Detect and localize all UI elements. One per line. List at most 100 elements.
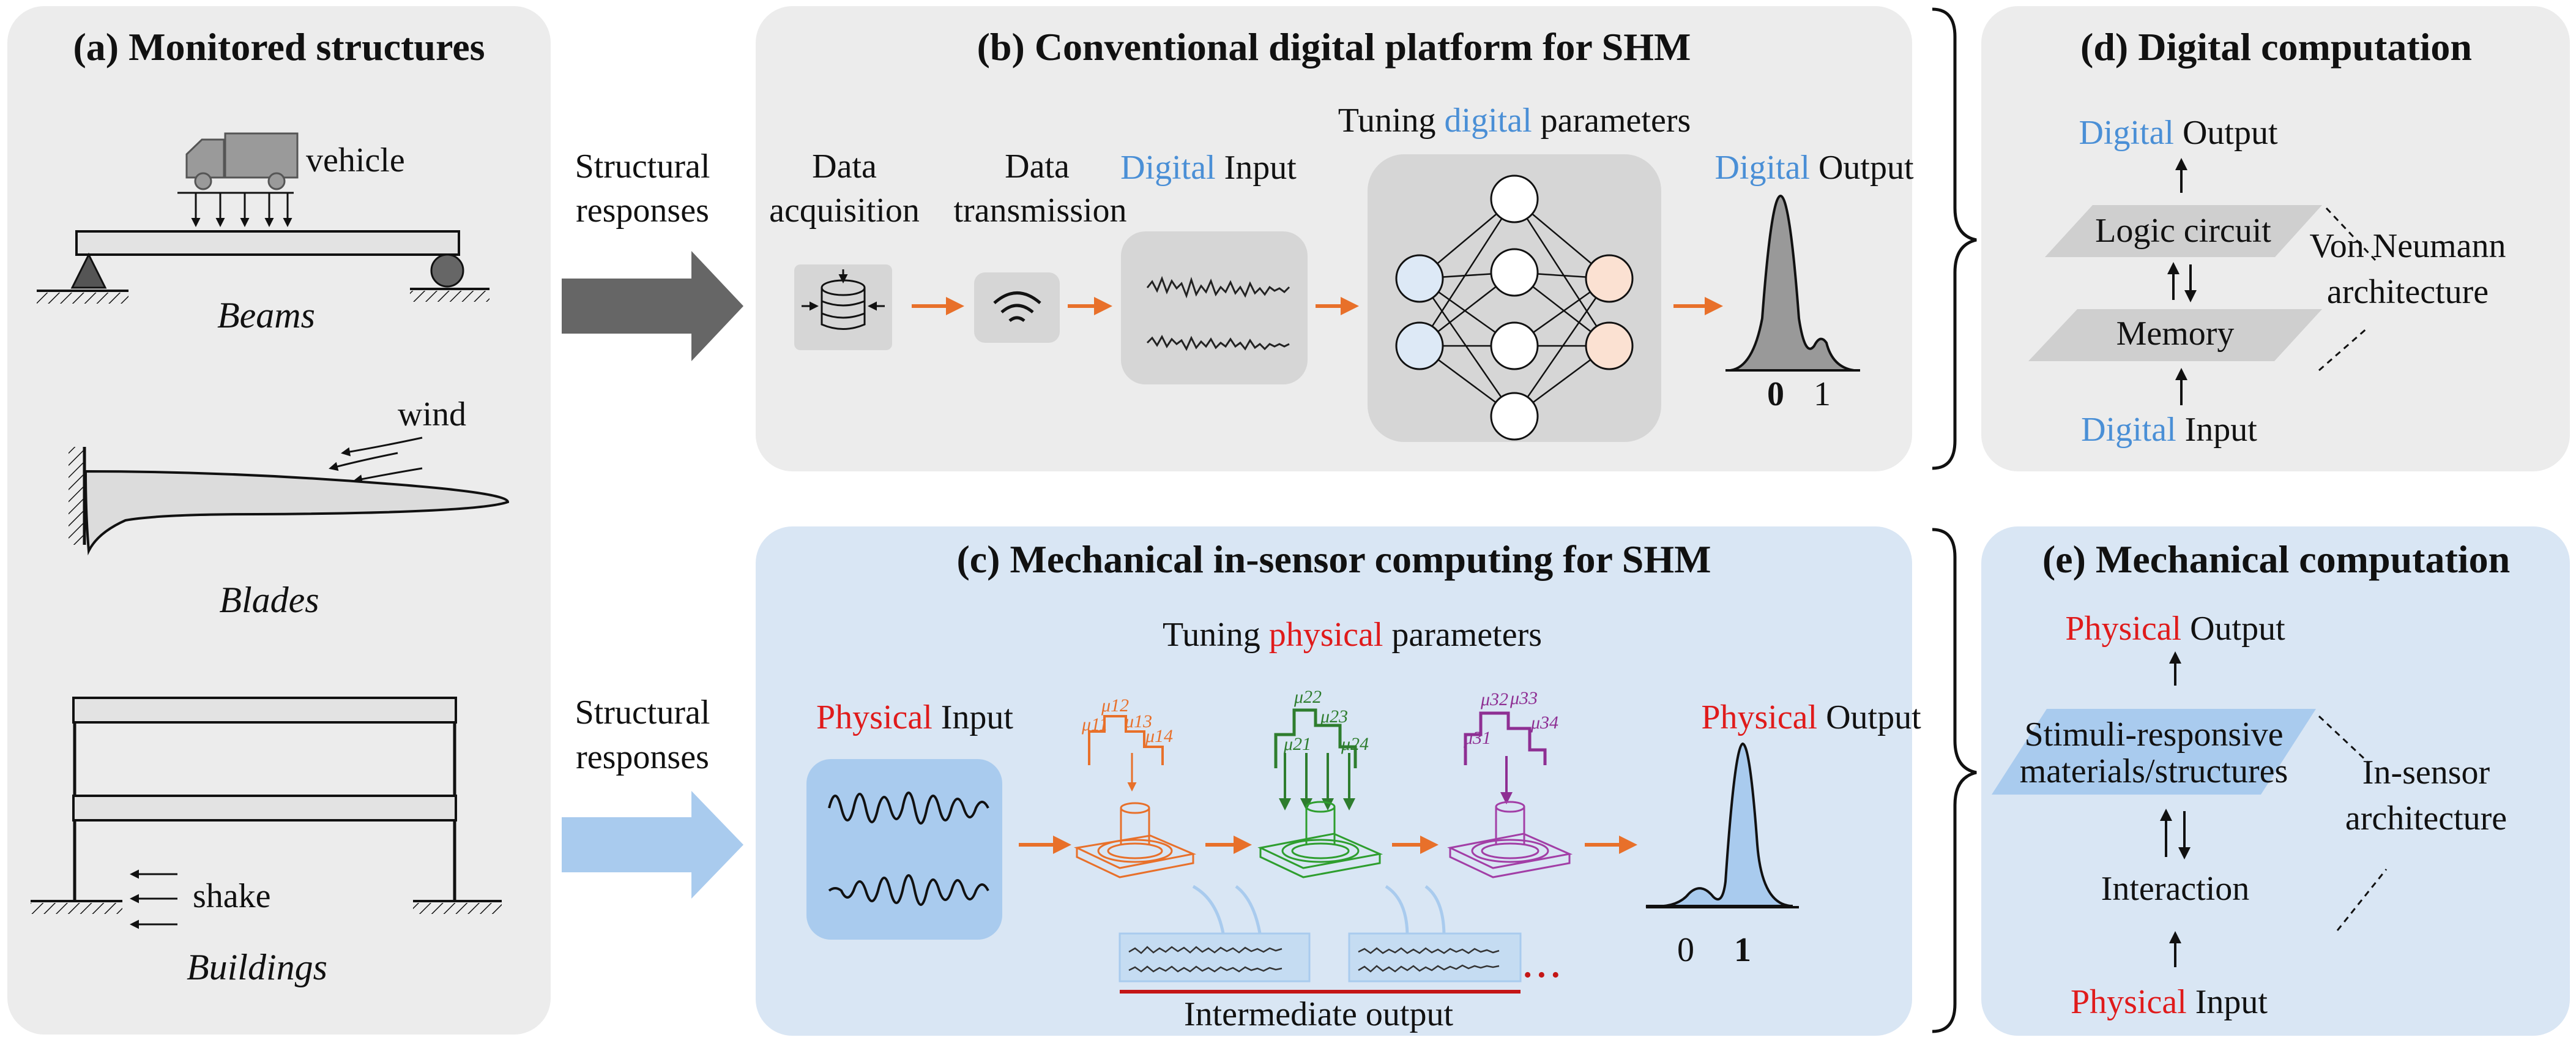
in-sensor-line2: architecture bbox=[2345, 799, 2507, 837]
physical-input-label: Physical Input bbox=[816, 698, 1013, 736]
svg-text:μ11: μ11 bbox=[1081, 714, 1108, 735]
svg-text:μ12: μ12 bbox=[1101, 695, 1129, 716]
physical-output-label: Physical Output bbox=[1701, 698, 1921, 736]
wind-arrows bbox=[329, 436, 423, 484]
truck-wheel-rear bbox=[267, 172, 286, 190]
panel-e-title: (e) Mechanical computation bbox=[2042, 537, 2510, 581]
neural-network bbox=[1368, 154, 1661, 442]
svg-text:μ34: μ34 bbox=[1530, 713, 1558, 733]
logic-circuit-label: Logic circuit bbox=[2095, 212, 2271, 250]
load-arrows bbox=[177, 192, 294, 227]
svg-text:μ23: μ23 bbox=[1320, 706, 1348, 727]
roller-support bbox=[430, 253, 464, 288]
panel-b-title: (b) Conventional digital platform for SH… bbox=[977, 25, 1691, 69]
blade bbox=[84, 470, 510, 556]
c-x0: 0 bbox=[1677, 931, 1694, 969]
structural-responses-bottom: Structural responses bbox=[562, 694, 743, 899]
physical-output-distribution: 0 1 bbox=[1645, 742, 1799, 969]
panel-b-digital-platform: (b) Conventional digital platform for SH… bbox=[756, 6, 1914, 471]
blades-label: Blades bbox=[219, 580, 319, 620]
intermediate-output-label: Intermediate output bbox=[1184, 995, 1454, 1033]
digital-input-label: Digital Input bbox=[1120, 149, 1297, 187]
truck-cargo-box bbox=[224, 132, 299, 179]
buildings-label: Buildings bbox=[187, 947, 327, 987]
tuning-physical-label: Tuning physical parameters bbox=[1163, 616, 1542, 654]
panel-c-in-sensor-computing: (c) Mechanical in-sensor computing for S… bbox=[756, 526, 1921, 1036]
brace-top bbox=[1932, 7, 1977, 470]
wifi-icon bbox=[974, 272, 1060, 343]
building-illustration: shake Buildings bbox=[31, 697, 502, 987]
svg-text:μ13: μ13 bbox=[1124, 711, 1152, 732]
c-x1: 1 bbox=[1734, 931, 1751, 969]
data-tx-line2: transmission bbox=[953, 192, 1126, 230]
responses-top-line1: Structural bbox=[575, 148, 710, 185]
dots: • • • bbox=[1524, 962, 1560, 988]
data-acq-line2: acquisition bbox=[769, 192, 920, 230]
e-input-label: Physical Input bbox=[2071, 983, 2268, 1021]
big-blue-arrow bbox=[562, 791, 743, 899]
d-input-label: Digital Input bbox=[2081, 411, 2257, 449]
sensor-unit-purple bbox=[1447, 711, 1573, 878]
memory-label: Memory bbox=[2116, 315, 2235, 353]
panel-e-background bbox=[1981, 526, 2570, 1036]
digital-output-label: Digital Output bbox=[1714, 149, 1914, 187]
vehicle-label: vehicle bbox=[306, 141, 405, 179]
b-x1: 1 bbox=[1814, 375, 1831, 413]
in-sensor-line1: In-sensor bbox=[2362, 754, 2490, 792]
digital-signal-box bbox=[1121, 231, 1308, 384]
stimuli-line1: Stimuli-responsive bbox=[2024, 716, 2283, 754]
pin-support bbox=[70, 252, 107, 289]
svg-text:μ33: μ33 bbox=[1509, 688, 1538, 708]
panel-e-mechanical-computation: (e) Mechanical computation Physical Outp… bbox=[1981, 526, 2570, 1036]
memory-box bbox=[2028, 309, 2322, 361]
d-output-label: Digital Output bbox=[2079, 114, 2278, 152]
tuning-digital-label: Tuning digital parameters bbox=[1338, 102, 1691, 140]
shake-arrows bbox=[130, 869, 177, 929]
panel-d-digital-computation: (d) Digital computation Digital Output L… bbox=[1981, 6, 2570, 471]
logic-circuit-box bbox=[2045, 205, 2322, 257]
mu-labels-orange: μ11 μ12 μ13 μ14 bbox=[1081, 695, 1173, 746]
sensor-unit-orange bbox=[1074, 715, 1197, 878]
truck-wheel-front bbox=[194, 172, 212, 190]
panel-c-title: (c) Mechanical in-sensor computing for S… bbox=[956, 537, 1711, 581]
floor-slab-upper bbox=[72, 697, 457, 724]
brace-bottom bbox=[1932, 528, 1977, 1033]
intermediate-outputs: • • • Intermediate output bbox=[1119, 885, 1560, 1033]
shake-label: shake bbox=[193, 877, 271, 915]
truck-cab bbox=[185, 138, 225, 179]
data-tx-line1: Data bbox=[1005, 148, 1070, 185]
interaction-label: Interaction bbox=[2101, 870, 2250, 908]
responses-bottom-line1: Structural bbox=[575, 694, 710, 732]
responses-bottom-line2: responses bbox=[576, 738, 709, 776]
database-icon bbox=[794, 264, 892, 350]
svg-text:μ21: μ21 bbox=[1283, 734, 1311, 754]
stimuli-box bbox=[1992, 709, 2316, 795]
panel-a-title: (a) Monitored structures bbox=[73, 25, 485, 69]
mu-labels-purple: μ31 μ32 μ33 μ34 bbox=[1463, 688, 1558, 748]
blade-illustration: wind Blades bbox=[69, 395, 510, 620]
floor-slab-lower bbox=[72, 795, 457, 822]
e-output-label: Physical Output bbox=[2065, 610, 2285, 648]
b-x0: 0 bbox=[1767, 375, 1784, 413]
physical-signal-box bbox=[806, 759, 1002, 940]
beam bbox=[75, 230, 460, 256]
data-acq-line1: Data bbox=[812, 148, 877, 185]
structural-responses-top: Structural responses bbox=[562, 148, 743, 361]
svg-text:μ32: μ32 bbox=[1480, 689, 1508, 709]
big-gray-arrow bbox=[562, 251, 743, 361]
panel-d-title: (d) Digital computation bbox=[2080, 25, 2472, 69]
beam-illustration: vehicle Beams bbox=[37, 132, 490, 335]
digital-output-distribution: 0 1 bbox=[1725, 194, 1860, 413]
sensor-unit-green bbox=[1257, 708, 1383, 878]
von-neumann-line1: Von Neumann bbox=[2310, 227, 2506, 265]
svg-text:μ24: μ24 bbox=[1341, 734, 1369, 754]
panel-c-background bbox=[756, 526, 1912, 1036]
von-neumann-line2: architecture bbox=[2327, 273, 2489, 311]
stimuli-line2: materials/structures bbox=[2020, 752, 2288, 790]
mu-labels-green: μ21 μ22 μ23 μ24 bbox=[1283, 687, 1369, 754]
panel-a-monitored-structures: (a) Monitored structures vehicle bbox=[7, 6, 551, 1035]
wind-label: wind bbox=[398, 395, 466, 433]
svg-text:μ22: μ22 bbox=[1294, 687, 1322, 707]
beams-label: Beams bbox=[217, 295, 315, 335]
